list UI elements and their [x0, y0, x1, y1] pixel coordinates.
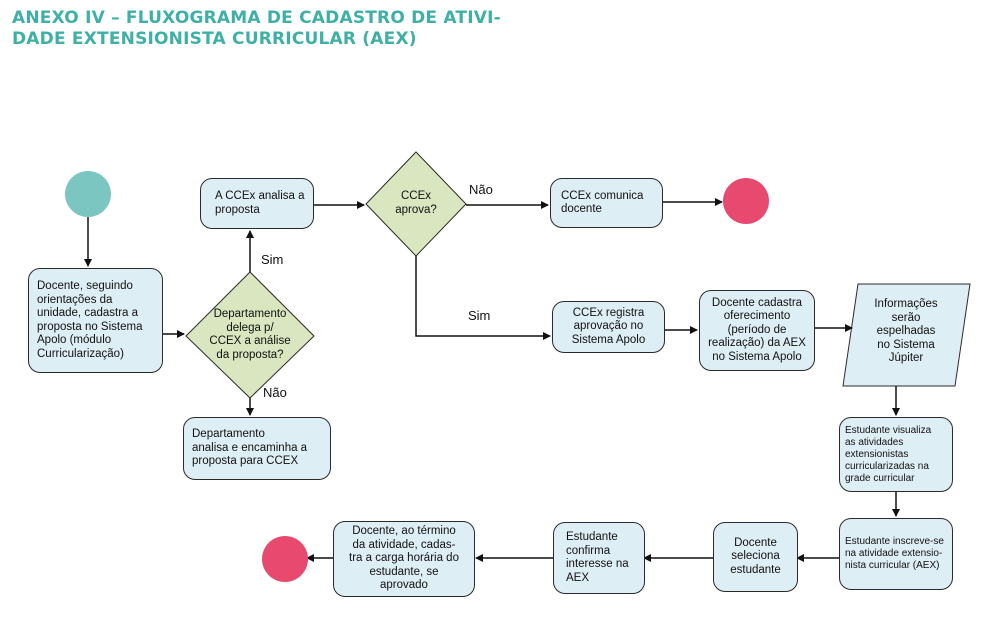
decision-ccex-label: CCEx aprova?	[395, 190, 437, 216]
edge-label-sim-departamento: Sim	[261, 252, 284, 267]
informacoes-parallelogram	[842, 283, 971, 387]
edge-label-nao-ccex: Não	[469, 182, 493, 197]
arrow-decision-to-registra	[415, 256, 551, 340]
estudante-confirma-box: Estudante confirma interesse na AEX	[553, 522, 645, 594]
informacoes-espelhadas-label: Informações serão espelhadas no Sistema …	[874, 298, 938, 364]
docente-seleciona-box: Docente seleciona estudante	[713, 522, 798, 592]
end-circle-top	[723, 178, 769, 224]
ccex-registra-box: CCEx registra aprovação no Sistema Apolo	[552, 301, 665, 353]
title-line-2: DADE EXTENSIONISTA CURRICULAR (AEX)	[12, 29, 417, 49]
ccex-comunica-box: CCEx comunica docente	[550, 178, 663, 228]
edge-label-nao-departamento: Não	[263, 385, 287, 400]
start-circle	[65, 171, 111, 217]
departamento-analisa-box: Departamento analisa e encaminha a propo…	[183, 417, 331, 480]
title-line-1: ANEXO IV – FLUXOGRAMA DE CADASTRO DE ATI…	[12, 8, 501, 28]
docente-cadastra-box: Docente, seguindo orientações da unidade…	[28, 268, 163, 373]
docente-oferecimento-box: Docente cadastra oferecimento (período d…	[699, 290, 815, 371]
estudante-inscreve-box: Estudante inscreve-se na atividade exten…	[839, 518, 953, 590]
end-circle-bottom	[262, 536, 308, 582]
edge-label-sim-ccex: Sim	[468, 308, 491, 323]
decision-departamento-label: Departamento delega p/ CCEX a análise da…	[209, 308, 291, 361]
docente-termino-box: Docente, ao término da atividade, cadas-…	[333, 521, 475, 597]
page-title: ANEXO IV – FLUXOGRAMA DE CADASTRO DE ATI…	[12, 8, 612, 50]
ccex-analisa-box: A CCEx analisa a proposta	[200, 178, 314, 229]
estudante-visualiza-box: Estudante visualiza as atividades extens…	[839, 417, 953, 492]
